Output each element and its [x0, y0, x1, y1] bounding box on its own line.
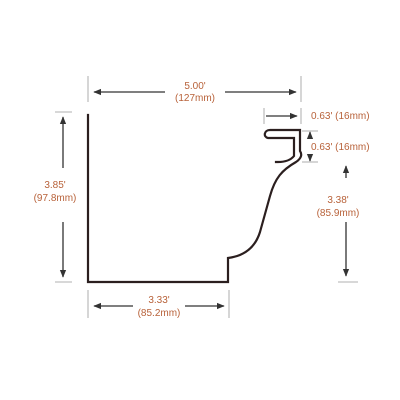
left-height-metric-label: (97.8mm) [34, 193, 77, 204]
top-width-metric-label: (127mm) [175, 93, 215, 104]
right-height-metric-label: (85.9mm) [317, 208, 360, 219]
right-height-imperial-label: 3.38' [327, 195, 348, 206]
lip-width-label: 0.63' (16mm) [311, 111, 370, 122]
bottom-width-imperial-label: 3.33' [148, 295, 169, 306]
bottom-width-metric-label: (85.2mm) [138, 308, 181, 319]
lip-height-label: 0.63' (16mm) [311, 142, 370, 153]
top-width-imperial-label: 5.00' [184, 81, 205, 92]
gutter-profile-outline [86, 113, 303, 284]
left-height-imperial-label: 3.85' [44, 180, 65, 191]
